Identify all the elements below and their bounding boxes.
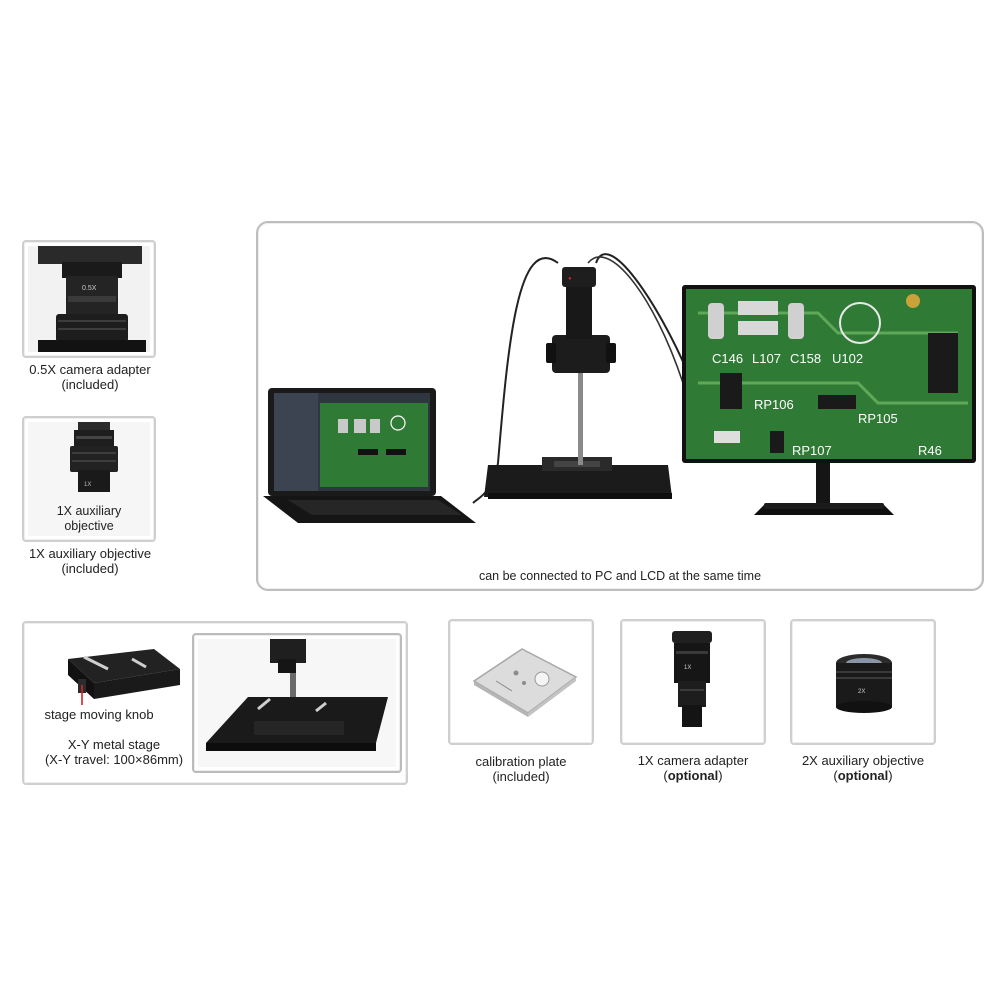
calibration-photo [456,627,586,737]
aux-2x-sub: (optional) [782,768,944,783]
adapter-1x-photo: 1X [628,627,758,737]
monitor: C146 L107 C158 U102 RP106 RP105 RP107 R4… [682,285,976,515]
aux-2x-sub-open: ( [833,768,838,783]
aux-1x-sub: (included) [61,561,119,576]
microscope: ● [484,267,672,499]
stage-photo-frame [192,633,402,773]
adapter-1x-sub-bold: optional [667,768,719,783]
monitor-label-rp106: RP106 [754,397,794,412]
aux-1x-caption: 1X auxiliary objective (included) [10,546,170,576]
stage-photo [198,639,396,767]
aux-1x-inner-label-1: 1X auxiliary [56,504,122,518]
svg-text:0.5X: 0.5X [82,285,97,292]
monitor-label-u102: U102 [832,351,863,366]
aux-1x-inner-caption: 1X auxiliary objective [28,504,150,534]
svg-text:2X: 2X [858,689,865,695]
calibration-caption: calibration plate (included) [440,754,602,784]
adapter-05x-frame: 0.5X [22,240,156,358]
adapter-1x-label: 1X camera adapter [637,753,749,768]
adapter-1x-sub-close: ) [718,768,723,783]
adapter-05x-label: 0.5X camera adapter [29,362,151,377]
calibration-label: calibration plate [475,754,567,769]
stage-knob-label: stage moving knob [44,707,154,722]
adapter-1x-sub-open: ( [663,768,668,783]
main-setup-caption: can be connected to PC and LCD at the sa… [478,569,762,583]
adapter-05x-sub: (included) [61,377,119,392]
aux-2x-label: 2X auxiliary objective [801,753,925,768]
aux-2x-sub-bold: optional [837,768,889,783]
stage-knob-photo [54,629,194,705]
aux-2x-photo: 2X [798,627,928,737]
adapter-05x-caption: 0.5X camera adapter (included) [10,362,170,392]
monitor-label-r46: R46 [918,443,942,458]
main-setup-frame: ● C146 L107 C158 U102 RP106 RP105 RP1 [256,221,984,591]
aux-1x-label: 1X auxiliary objective [28,546,152,561]
stage-travel: (X-Y travel: 100×86mm) [44,752,184,767]
aux-2x-caption: 2X auxiliary objective (optional) [782,753,944,783]
monitor-label-rp105: RP105 [858,411,898,426]
svg-text:1X: 1X [684,665,691,671]
calibration-frame [448,619,594,745]
adapter-05x-photo: 0.5X [28,246,150,352]
adapter-1x-sub: (optional) [612,768,774,783]
aux-2x-sub-close: ) [888,768,893,783]
stage-title: X-Y metal stage [67,737,161,752]
monitor-label-c146: C146 [712,351,743,366]
monitor-label-l107: L107 [752,351,781,366]
main-setup-illustration: ● C146 L107 C158 U102 RP106 RP105 RP1 [263,253,976,523]
aux-2x-frame: 2X [790,619,936,745]
aux-1x-frame: 1X 1X auxiliary objective [22,416,156,542]
laptop [263,388,476,523]
stage-frame: stage moving knob X-Y metal stage (X-Y t… [22,621,408,785]
stage-caption: X-Y metal stage (X-Y travel: 100×86mm) [34,737,194,767]
aux-1x-photo: 1X 1X auxiliary objective [28,422,150,536]
svg-text:●: ● [568,276,572,282]
monitor-label-c158: C158 [790,351,821,366]
calibration-sub: (included) [492,769,550,784]
svg-text:1X: 1X [84,482,91,488]
aux-1x-inner-label-2: objective [64,519,114,533]
adapter-1x-caption: 1X camera adapter (optional) [612,753,774,783]
adapter-1x-frame: 1X [620,619,766,745]
monitor-label-rp107: RP107 [792,443,832,458]
